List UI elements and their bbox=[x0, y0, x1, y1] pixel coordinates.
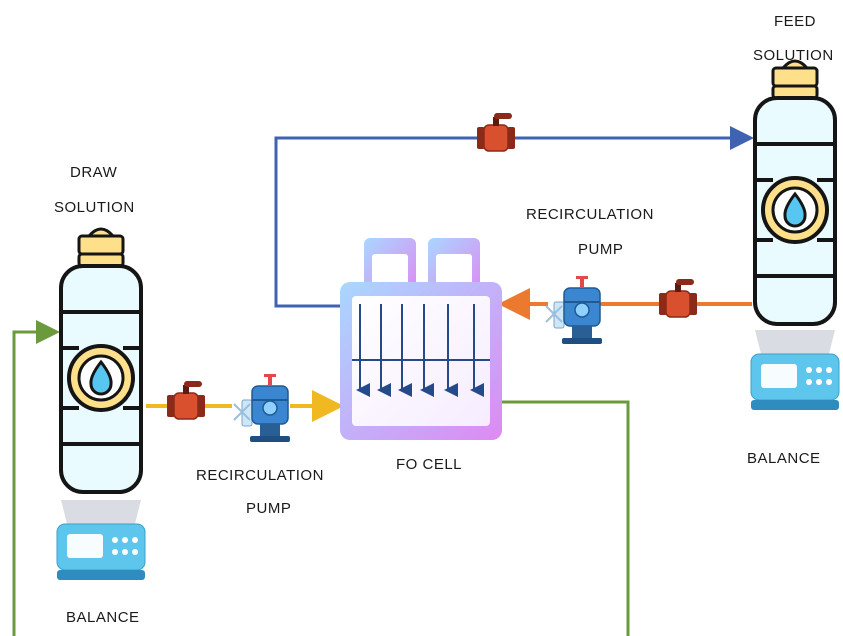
recirculation-pump-left-label-line2: PUMP bbox=[246, 500, 292, 517]
recirculation-pump-right-label-line1: RECIRCULATION bbox=[526, 206, 654, 223]
valve-icon bbox=[476, 112, 516, 152]
pump-icon bbox=[545, 275, 603, 345]
balance-icon bbox=[750, 329, 840, 411]
draw-solution-label-line2: SOLUTION bbox=[54, 199, 135, 216]
balance-icon bbox=[56, 499, 146, 581]
feed-tank-icon bbox=[753, 59, 837, 326]
feed-solution-label-line1: FEED bbox=[774, 13, 817, 30]
fo-cell-label: FO CELL bbox=[396, 456, 463, 473]
green-flow-line bbox=[500, 400, 630, 636]
fo-cell-icon bbox=[340, 238, 502, 440]
balance-right-label: BALANCE bbox=[747, 450, 821, 467]
draw-solution-label-line1: DRAW bbox=[70, 164, 118, 181]
feed-solution-label-line2: SOLUTION bbox=[753, 47, 834, 64]
valve-icon bbox=[658, 278, 698, 318]
recirculation-pump-right-label-line2: PUMP bbox=[578, 241, 624, 258]
recirculation-pump-left-label-line1: RECIRCULATION bbox=[196, 467, 324, 484]
green-return-line bbox=[12, 320, 60, 636]
valve-icon bbox=[166, 380, 206, 420]
pump-icon bbox=[233, 373, 291, 443]
draw-tank-icon bbox=[59, 227, 143, 494]
balance-left-label: BALANCE bbox=[66, 609, 140, 626]
